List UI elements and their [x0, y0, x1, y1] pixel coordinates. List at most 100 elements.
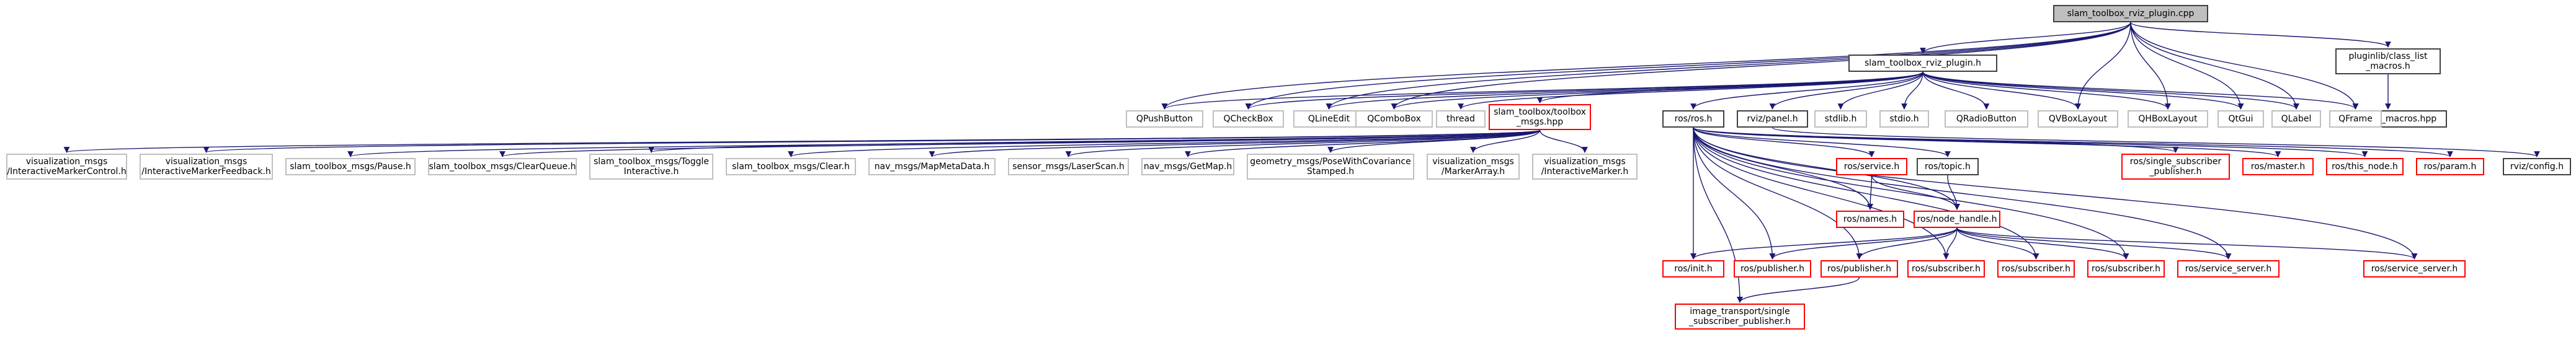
node-qradio[interactable]: QRadioButton: [1945, 110, 2028, 128]
edge-root-to-qvbox: [2075, 22, 2131, 110]
node-pluginlib[interactable]: pluginlib/class_list _macros.h: [2335, 48, 2441, 74]
node-rostopic[interactable]: ros/topic.h: [1917, 158, 1979, 175]
node-qpush[interactable]: QPushButton: [1126, 110, 1203, 128]
edge-rosnode-to-rossrv2: [1956, 227, 2418, 260]
edge-root-to-qpush: [1161, 22, 2131, 110]
edge-root-to-hdr: [1920, 22, 2131, 54]
node-geo-pose[interactable]: geometry_msgs/PoseWithCovariance Stamped…: [1247, 154, 1414, 180]
edge-rosros-to-rosthis: [1693, 127, 2368, 157]
node-rosparam[interactable]: ros/param.h: [2416, 158, 2484, 175]
node-rossingle[interactable]: ros/single_subscriber _publisher.h: [2121, 154, 2230, 180]
edge-rosnode-to-rospub2: [1856, 227, 1958, 260]
edge-hdr-to-qhbox: [1922, 71, 2171, 110]
edge-rosnode-to-rosinit: [1690, 227, 1958, 260]
node-vis-ma[interactable]: visualization_msgs /MarkerArray.h: [1427, 154, 1520, 180]
node-nav-mapmeta[interactable]: nav_msgs/MapMetaData.h: [868, 158, 996, 175]
node-rosnames[interactable]: ros/names.h: [1836, 211, 1904, 228]
node-root[interactable]: slam_toolbox_rviz_plugin.cpp: [2053, 5, 2208, 22]
edge-rosros-to-rostopic: [1693, 127, 1951, 157]
node-rosinit[interactable]: ros/init.h: [1662, 260, 1724, 278]
edge-rosros-to-rospub2: [1693, 127, 1863, 260]
edge-root-to-qhbox: [2130, 22, 2171, 110]
node-rosnode[interactable]: ros/node_handle.h: [1914, 211, 2000, 228]
edge-rostopic-to-rosnode: [1947, 175, 1960, 210]
edge-rosservice-to-rosnode: [1871, 175, 1960, 210]
node-st-toggle[interactable]: slam_toolbox_msgs/Toggle Interactive.h: [589, 154, 713, 180]
node-rosmaster[interactable]: ros/master.h: [2242, 158, 2314, 175]
edge-hdr-to-thread: [1458, 71, 1923, 110]
node-vis-imc[interactable]: visualization_msgs /InteractiveMarkerCon…: [6, 154, 127, 180]
node-nav-getmap[interactable]: nav_msgs/GetMap.h: [1141, 158, 1234, 175]
node-vis-im[interactable]: visualization_msgs /InteractiveMarker.h: [1532, 154, 1638, 180]
edge-rosnode-to-rospub1: [1769, 227, 1958, 260]
node-hdr[interactable]: slam_toolbox_rviz_plugin.h: [1848, 55, 1997, 72]
edge-rosnode-to-rossrv1: [1956, 227, 2232, 260]
edge-rosros-to-rosparam: [1693, 127, 2453, 157]
edge-stt-to-geo_pose: [1327, 129, 1541, 153]
edge-stt-to-vis_im: [1539, 129, 1588, 153]
edge-rosros-to-rosservice: [1693, 127, 1875, 157]
edge-root-to-pluginlib: [2130, 22, 2391, 48]
edge-hdr-to-rvizpanel: [1769, 71, 1923, 110]
edge-rosnode-to-rossub1: [1943, 227, 1958, 260]
edge-rosros-to-rossrv1: [1693, 127, 2232, 260]
edge-hdr-to-stdio: [1901, 71, 1923, 110]
node-rossrv1[interactable]: ros/service_server.h: [2177, 260, 2280, 278]
edge-hdr-to-qradio: [1922, 71, 1990, 110]
node-st-clearq[interactable]: slam_toolbox_msgs/ClearQueue.h: [428, 158, 577, 175]
node-rossub2[interactable]: ros/subscriber.h: [1997, 260, 2075, 278]
node-rossrv2[interactable]: ros/service_server.h: [2363, 260, 2466, 278]
node-rossub1[interactable]: ros/subscriber.h: [1907, 260, 1985, 278]
node-qtgui[interactable]: QtGui: [2217, 110, 2264, 128]
edge-hdr-to-qline: [1326, 71, 1923, 110]
node-rosthis[interactable]: ros/this_node.h: [2326, 158, 2404, 175]
edge-stt-to-vis_imf: [203, 129, 1541, 153]
edge-hdr-to-qlabel: [1922, 71, 2299, 110]
edge-root-to-qtgui: [2130, 22, 2244, 110]
node-qcheck[interactable]: QCheckBox: [1213, 110, 1284, 128]
node-st-clear[interactable]: slam_toolbox_msgs/Clear.h: [726, 158, 856, 175]
node-st-pause[interactable]: slam_toolbox_msgs/Pause.h: [285, 158, 416, 175]
edge-rosnode-to-rossub3: [1956, 227, 2129, 260]
node-rospub2[interactable]: ros/publisher.h: [1821, 260, 1898, 278]
edge-hdr-to-stt: [1536, 71, 1923, 103]
node-qhbox[interactable]: QHBoxLayout: [2128, 110, 2208, 128]
node-thread[interactable]: thread: [1436, 110, 1486, 128]
edge-rosros-to-rospub1: [1693, 127, 1776, 260]
edge-rospub2-to-imgtrans: [1737, 277, 1860, 303]
edge-hdr-to-qtgui: [1922, 71, 2244, 110]
edge-stt-to-st_clearq: [499, 129, 1541, 157]
node-rvizconfig[interactable]: rviz/config.h: [2503, 158, 2571, 175]
node-stt[interactable]: slam_toolbox/toolbox _msgs.hpp: [1489, 104, 1591, 130]
node-rospub1[interactable]: ros/publisher.h: [1734, 260, 1811, 278]
node-stdlib[interactable]: stdlib.h: [1814, 110, 1867, 128]
edge-stt-to-vis_ma: [1470, 129, 1541, 153]
node-qvbox[interactable]: QVBoxLayout: [2038, 110, 2118, 128]
node-rosros[interactable]: ros/ros.h: [1662, 110, 1724, 128]
edge-hdr-to-rosros: [1690, 71, 1923, 110]
node-qcombo[interactable]: QComboBox: [1355, 110, 1433, 128]
edge-root-to-qline: [1326, 22, 2131, 110]
node-rossub3[interactable]: ros/subscriber.h: [2087, 260, 2165, 278]
node-rosservice[interactable]: ros/service.h: [1836, 158, 1907, 175]
edge-root-to-qframe: [2130, 22, 2359, 110]
edge-stt-to-st_clear: [788, 129, 1541, 157]
node-sensor-laser[interactable]: sensor_msgs/LaserScan.h: [1008, 158, 1129, 175]
node-vis-imf[interactable]: visualization_msgs /InteractiveMarkerFee…: [140, 154, 273, 180]
edge-rosnode-to-rossub2: [1956, 227, 2039, 260]
node-qline[interactable]: QLineEdit: [1293, 110, 1365, 128]
edge-rosros-to-rossrv2: [1693, 127, 2418, 260]
edge-root-to-qcombo: [1391, 22, 2131, 110]
edge-root-to-qlabel: [2130, 22, 2299, 110]
edge-rosros-to-rossub2: [1693, 127, 2039, 260]
node-stdio[interactable]: stdio.h: [1879, 110, 1929, 128]
node-qlabel[interactable]: QLabel: [2271, 110, 2321, 128]
edge-stt-to-nav_mapmeta: [929, 129, 1541, 157]
node-qframe[interactable]: QFrame: [2329, 110, 2382, 128]
node-rvizpanel[interactable]: rviz/panel.h: [1737, 110, 1808, 128]
edge-hdr-to-qframe: [1922, 71, 2359, 110]
edge-rvizpanel-to-rvizconfig: [1772, 127, 2540, 157]
edge-stt-to-st_toggle: [648, 129, 1541, 153]
node-imgtrans[interactable]: image_transport/single _subscriber_publi…: [1675, 304, 1805, 330]
